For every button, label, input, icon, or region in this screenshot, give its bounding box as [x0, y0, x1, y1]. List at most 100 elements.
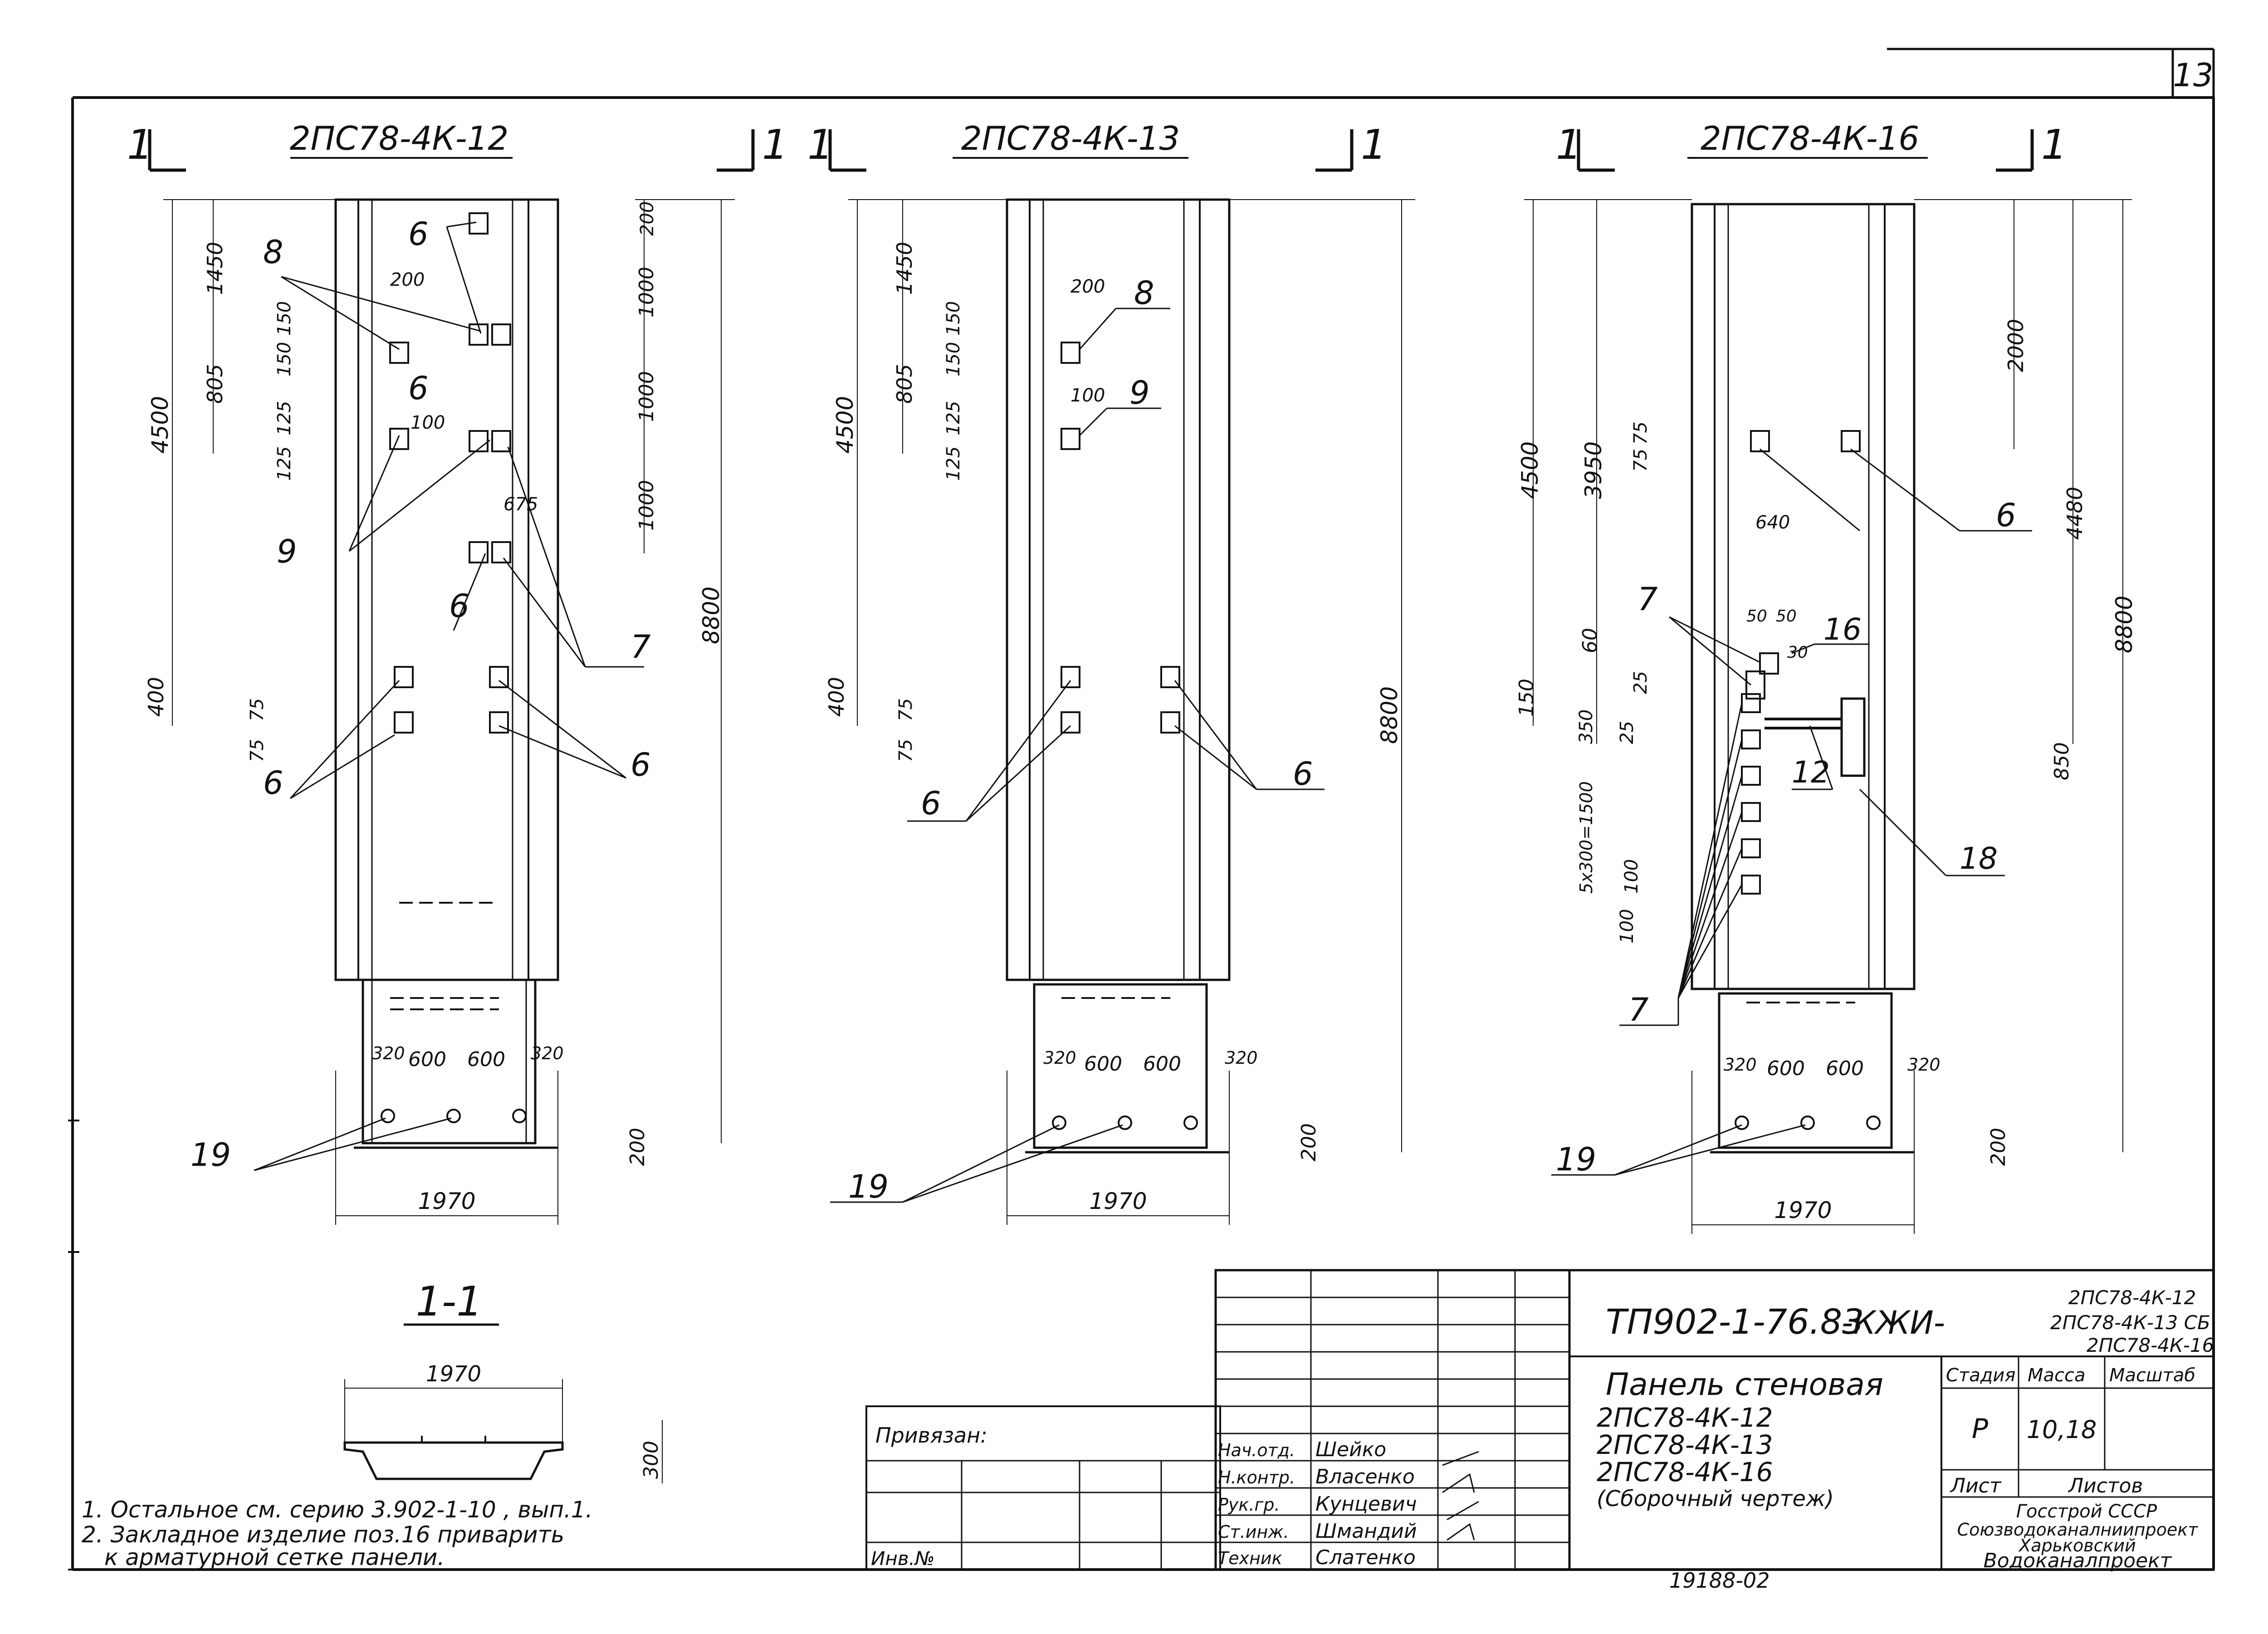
dim-label: 2000 [2004, 319, 2028, 372]
note-line: 2. Закладное изделие поз.16 приварить [82, 1521, 564, 1548]
dim-label: 75 [247, 739, 268, 762]
org-line: Харьковский [2018, 1536, 2136, 1556]
section-title: 1-1 [416, 1278, 483, 1326]
binding-ticks [68, 1120, 79, 1570]
callout-16: 16 [1823, 612, 1862, 647]
dim-label: 125 [943, 401, 964, 435]
role-name: Слатенко [1315, 1546, 1416, 1569]
dim-label: 1000 [635, 371, 658, 422]
mass-value: 10,18 [2027, 1415, 2097, 1444]
org-line: Госстрой СССР [2016, 1501, 2157, 1522]
dim-label: 675 [503, 494, 538, 515]
dim-label: 3950 [1580, 441, 1607, 499]
panel-name: 2ПС78-4К-13 [961, 119, 1180, 157]
dim-label: 8800 [1376, 686, 1403, 744]
panel-2pc78-4k-16: 1 1 2ПС78-4К-16 [1515, 119, 2137, 1234]
role-label: Рук.гр. [1218, 1495, 1280, 1515]
dim-label: 150 [943, 301, 964, 336]
callout-6: 6 [1293, 755, 1313, 793]
callout-19: 19 [1556, 1141, 1596, 1178]
section-height: 300 [640, 1441, 663, 1479]
dim-label: 60 [1579, 628, 1602, 653]
section-width: 1970 [426, 1361, 481, 1387]
dim-label: 600 [1084, 1052, 1122, 1076]
dim-label: 150 [274, 342, 295, 377]
dim-label: 320 [1724, 1055, 1757, 1075]
role-name: Власенко [1315, 1465, 1415, 1488]
section-mark-right: 1 [762, 121, 788, 169]
doc-mark: 2ПС78-4К-12 [2068, 1287, 2196, 1309]
dim-label: 75 [247, 698, 268, 721]
col-scale-label: Масштаб [2109, 1365, 2195, 1386]
org-line: Водоканалпроект [1984, 1549, 2172, 1572]
dim-label: 100 [1070, 385, 1105, 406]
dim-label: 1450 [203, 242, 227, 295]
dim-label: 805 [892, 364, 917, 404]
dim-label: 320 [1907, 1055, 1941, 1075]
doc-suffix: -КЖИ- [1842, 1304, 1945, 1341]
dim-label: 125 [274, 446, 295, 481]
dim-label: 150 [943, 342, 964, 377]
panel-width: 1970 [1089, 1188, 1147, 1214]
dim-label: 4500 [1517, 441, 1543, 499]
dim-label: 1000 [635, 480, 658, 531]
dim-label: 100 [1617, 909, 1637, 944]
dim-label: 200 [626, 1128, 649, 1166]
dim-label: 600 [1767, 1057, 1805, 1080]
callout-6: 6 [921, 785, 941, 822]
dim-label: 320 [531, 1043, 564, 1063]
role-label: Нач.отд. [1218, 1440, 1295, 1460]
doc-code: ТП902-1-76.83 [1606, 1301, 1864, 1342]
dim-label: 30 [1787, 643, 1808, 662]
callout-8: 8 [263, 234, 284, 271]
dim-label: 1000 [635, 267, 658, 318]
dim-label: 1450 [892, 242, 917, 295]
panel-2pc78-4k-13: 1 1 2ПС78-4К-13 1450 805 [807, 119, 1415, 1225]
callout-19: 19 [848, 1168, 889, 1205]
callout-7: 7 [631, 628, 651, 665]
role-name: Шейко [1315, 1438, 1386, 1461]
dim-label: 125 [943, 446, 964, 481]
dim-label: 125 [274, 401, 295, 435]
callout-19: 19 [191, 1136, 231, 1174]
note-line: 1. Остальное см. серию 3.902-1-10 , вып.… [82, 1497, 593, 1523]
callout-6: 6 [263, 764, 284, 802]
sheet-label: Лист [1950, 1474, 2002, 1497]
dim-label: 850 [2050, 742, 2073, 780]
dim-label: 100 [411, 412, 445, 433]
sheets-label: Листов [2068, 1474, 2143, 1497]
section-1-1: 1-1 1970 300 [343, 1278, 663, 1483]
dim-label: 640 [1755, 512, 1790, 533]
col-mass-label: Масса [2028, 1365, 2086, 1386]
dim-label: 25 [1630, 671, 1651, 694]
panel-name: 2ПС78-4К-12 [290, 119, 508, 157]
doc-item: 2ПС78-4К-16 [1597, 1457, 1773, 1487]
dim-label: 8800 [2111, 596, 2137, 653]
doc-mark: 2ПС78-4К-16 [2087, 1334, 2214, 1356]
callout-6: 6 [408, 370, 429, 407]
doc-item: 2ПС78-4К-13 [1597, 1429, 1773, 1460]
callout-6: 6 [1996, 497, 2016, 534]
callout-8: 8 [1134, 274, 1154, 312]
stage-value: Р [1972, 1413, 1989, 1445]
panel-2pc78-4k-12: 1 1 2ПС78-4К-12 [127, 119, 788, 1225]
note-line: к арматурной сетке панели. [104, 1544, 445, 1570]
dim-label: 75 [1630, 449, 1651, 472]
dim-label: 400 [824, 677, 849, 717]
callout-6: 6 [631, 746, 651, 783]
dim-label: 25 [1617, 721, 1637, 744]
doc-mark: 2ПС78-4К-13 СБ [2050, 1311, 2210, 1334]
dim-label: 200 [1070, 276, 1105, 297]
role-name: Кунцевич [1315, 1492, 1417, 1516]
sheet-number: 13 [2173, 57, 2213, 94]
notes: 1. Остальное см. серию 3.902-1-10 , вып.… [82, 1497, 593, 1570]
doc-subtitle: (Сборочный чертеж) [1597, 1486, 1834, 1512]
dim-label: 350 [1576, 709, 1597, 744]
callout-6: 6 [408, 215, 429, 253]
panel-name: 2ПС78-4К-16 [1701, 119, 1919, 157]
dim-label: 600 [1143, 1052, 1181, 1076]
dim-label: 75 [1630, 421, 1651, 445]
col-stage-label: Стадия [1946, 1365, 2015, 1386]
callout-9: 9 [1129, 374, 1150, 411]
